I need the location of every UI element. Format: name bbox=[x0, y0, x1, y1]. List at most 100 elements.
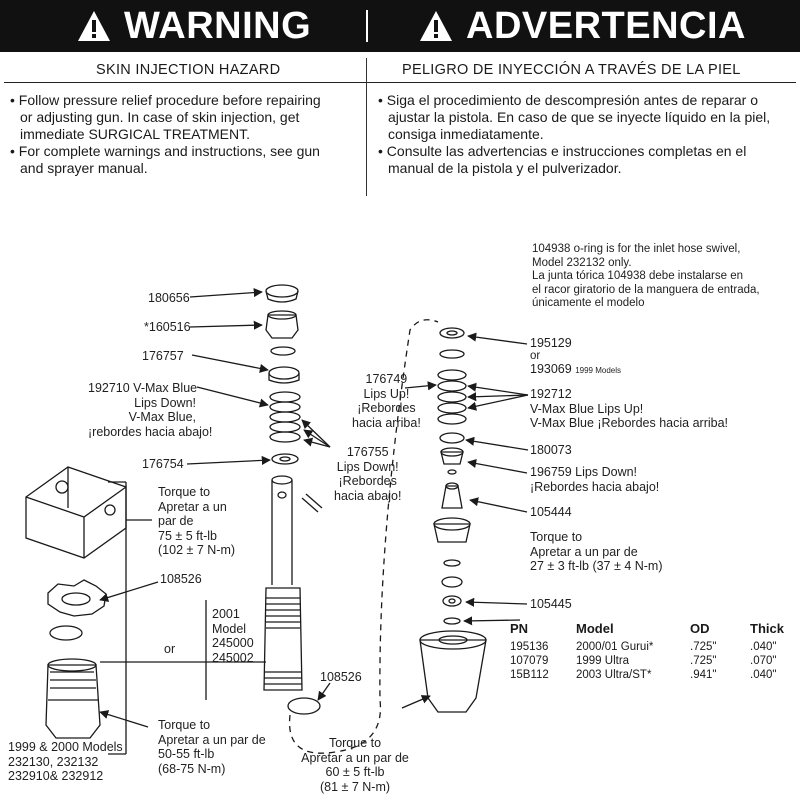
english-line: • For complete warnings and instructions… bbox=[10, 143, 320, 159]
table-cell: .725" bbox=[690, 655, 717, 667]
label-180073: 180073 bbox=[530, 443, 572, 457]
label-line: 196759 Lips Down! bbox=[530, 465, 638, 479]
label-192710: 192710 V-Max Blue Lips Down! V-Max Blue,… bbox=[88, 381, 213, 439]
part-108526-oring-lower bbox=[287, 697, 321, 715]
spanish-line: • Siga el procedimiento de descompresión… bbox=[378, 92, 759, 108]
label-195129: 195129 bbox=[530, 336, 572, 350]
table-cell: .941" bbox=[690, 669, 717, 681]
label-176754: 176754 bbox=[142, 457, 184, 471]
label-180656: 180656 bbox=[148, 291, 190, 305]
label-line: Lips Down! bbox=[336, 459, 399, 474]
label-line: Torque to bbox=[158, 485, 211, 499]
label-105444: 105444 bbox=[530, 505, 572, 519]
warning-heading: WARNING bbox=[76, 4, 311, 48]
table-cell: 1999 Ultra bbox=[576, 655, 630, 667]
advertencia-subtitle: PELIGRO DE INYECCIÓN A TRAVÉS DE LA PIEL bbox=[402, 62, 741, 78]
spanish-line: manual de la pistola y el pulverizador. bbox=[388, 160, 622, 176]
part-196759-seal bbox=[440, 447, 464, 465]
label-line: 75 ± 5 ft-lb bbox=[158, 528, 217, 543]
oring-spec-table: PN Model OD Thick 195136 2000/01 Gurui* … bbox=[510, 622, 800, 682]
spanish-instructions: • Siga el procedimiento de descompresión… bbox=[378, 92, 798, 177]
label-line: Apretar a un bbox=[158, 499, 227, 514]
label-line: 176749 bbox=[365, 372, 408, 386]
part-195129-washer bbox=[439, 327, 465, 339]
table-cell: .725" bbox=[690, 641, 717, 653]
advertencia-heading: ADVERTENCIA bbox=[418, 4, 746, 48]
part-star-nut bbox=[47, 579, 107, 617]
part-180073-gland bbox=[439, 432, 465, 444]
warning-subtitle: SKIN INJECTION HAZARD bbox=[96, 62, 281, 78]
label-line: Apretar a un par de bbox=[530, 544, 638, 559]
label-line: Torque to bbox=[158, 718, 211, 732]
label-torque-75: Torque to Apretar a un par de 75 ± 5 ft-… bbox=[158, 485, 235, 558]
label-line: Lips Up! bbox=[363, 386, 410, 401]
table-cell: 15B112 bbox=[510, 669, 549, 681]
part-192710-packings bbox=[269, 391, 301, 443]
label-torque-60: Torque to Apretar a un par de 60 ± 5 ft-… bbox=[290, 736, 420, 794]
part-108526-oring bbox=[49, 625, 83, 641]
table-row: 195136 2000/01 Gurui* .725" .040" bbox=[510, 640, 800, 654]
dashed-assembly-line bbox=[288, 319, 439, 754]
label-line: Apretar a un par de bbox=[301, 750, 409, 765]
label-line: ¡rebordes hacia abajo! bbox=[88, 424, 213, 439]
header-divider bbox=[366, 10, 368, 42]
label-193069: 193069 1999 Models bbox=[530, 362, 621, 379]
label-line: (81 ± 7 N-m) bbox=[319, 779, 391, 794]
warning-header-bar: WARNING ADVERTENCIA bbox=[0, 0, 800, 52]
label-line: par de bbox=[158, 514, 194, 528]
oring-note: 104938 o-ring is for the inlet hose swiv… bbox=[532, 243, 760, 311]
label-176757: 176757 bbox=[142, 349, 184, 363]
label-176749: 176749 Lips Up! ¡Rebordes hacia arriba! bbox=[352, 372, 421, 430]
part-small-oring bbox=[447, 469, 457, 475]
spanish-line: • Consulte las advertencias e instruccio… bbox=[378, 143, 747, 159]
table-cell: .040" bbox=[750, 669, 777, 681]
label-line: ¡Rebordes bbox=[357, 401, 416, 415]
label-line: 2001 bbox=[212, 607, 240, 621]
label-torque-50: Torque to Apretar a un par de 50-55 ft-l… bbox=[158, 718, 266, 776]
subtitle-rule bbox=[4, 82, 796, 83]
part-105444-piston bbox=[441, 482, 463, 509]
table-cell: 2003 Ultra/ST* bbox=[576, 669, 652, 681]
note-line: La junta tórica 104938 debe instalarse e… bbox=[532, 270, 743, 282]
part-193069-ring bbox=[439, 349, 465, 359]
table-header-pn: PN bbox=[510, 621, 529, 636]
part-oring-mid bbox=[443, 559, 461, 567]
label-line: 192710 V-Max Blue bbox=[88, 381, 198, 395]
table-row: 107079 1999 Ultra .725" .070" bbox=[510, 654, 800, 668]
label-line: 245000 bbox=[212, 636, 254, 650]
label-line: ¡Rebordes bbox=[338, 474, 397, 488]
note-line: el racor giratorio de la manguera de ent… bbox=[532, 283, 760, 296]
part-1999-cylinder bbox=[45, 658, 101, 739]
label-line: 50-55 ft-lb bbox=[158, 747, 215, 761]
table-cell: .070" bbox=[750, 655, 777, 667]
label-line: hacia abajo! bbox=[334, 488, 402, 503]
spanish-line: ajustar la pistola. En caso de que se in… bbox=[388, 109, 771, 125]
label-line: 192712 bbox=[530, 387, 572, 401]
label-line: 232910& 232912 bbox=[8, 769, 104, 783]
label-160516: *160516 bbox=[144, 320, 191, 334]
label-line: 232130, 232132 bbox=[8, 754, 99, 769]
label-line: Torque to bbox=[530, 530, 583, 544]
label-176755: 176755 Lips Down! ¡Rebordes hacia abajo! bbox=[334, 445, 401, 503]
english-line: and sprayer manual. bbox=[20, 160, 148, 176]
label-2001-model: 2001 Model 245000 245002 bbox=[212, 607, 254, 665]
part-displacement-rod bbox=[271, 475, 293, 585]
table-row: 15B112 2003 Ultra/ST* .941" .040" bbox=[510, 668, 800, 682]
table-header-model: Model bbox=[576, 621, 614, 636]
part-176754-gland bbox=[271, 453, 299, 465]
part-oring-lower-right bbox=[443, 617, 461, 625]
part-oring-left bbox=[270, 346, 296, 356]
label-line: ¡Rebordes hacia abajo! bbox=[530, 479, 660, 494]
english-line: or adjusting gun. In case of skin inject… bbox=[20, 109, 300, 125]
label-108526-upper: 108526 bbox=[160, 572, 202, 586]
part-180656-cap bbox=[265, 284, 299, 303]
label-line: hacia arriba! bbox=[352, 415, 421, 430]
advertencia-title: ADVERTENCIA bbox=[466, 5, 746, 47]
label-193069-note: 1999 Models bbox=[575, 366, 622, 375]
table-cell: 195136 bbox=[510, 641, 549, 653]
part-pin bbox=[301, 493, 323, 513]
note-line: Model 232132 only. bbox=[532, 256, 632, 269]
part-105445-seat bbox=[442, 595, 462, 607]
label-line: Apretar a un par de bbox=[158, 732, 266, 747]
